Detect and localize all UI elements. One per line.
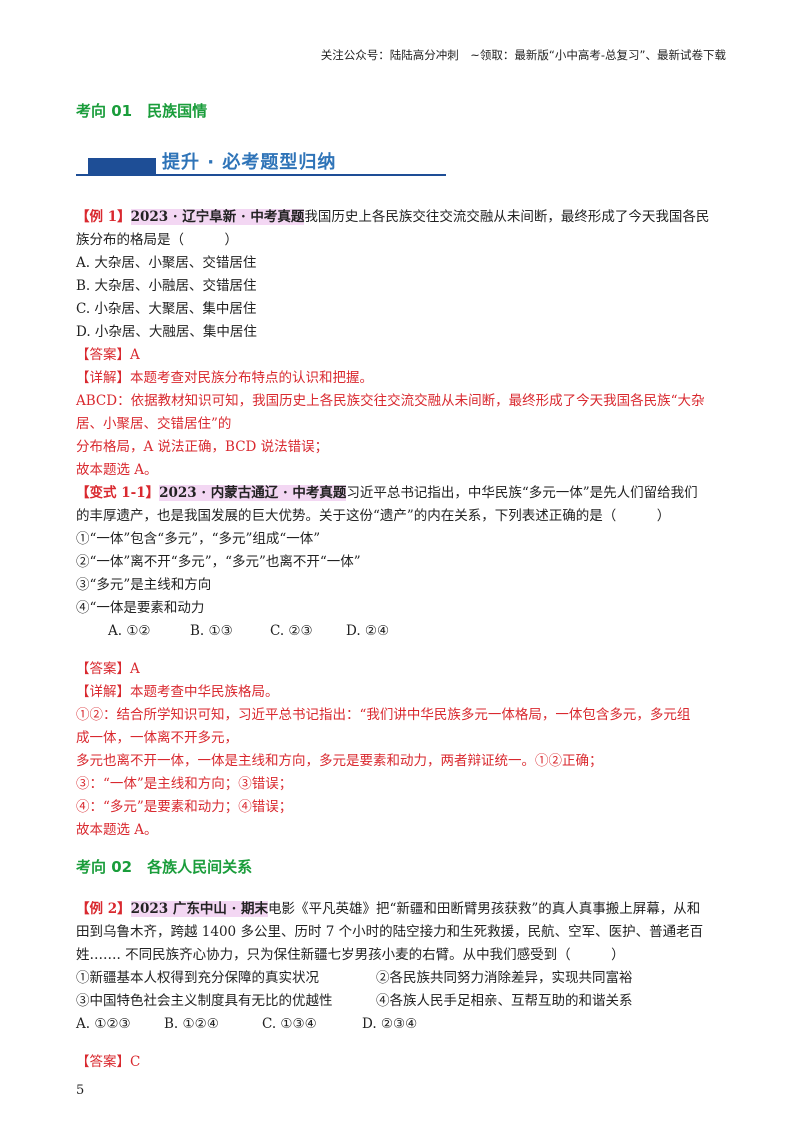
question-1-stem-cont: 族分布的格局是（ ） bbox=[76, 232, 238, 248]
question-2-item-3: ③“多元”是主线和方向 bbox=[76, 577, 212, 593]
question-1-explanation: ABCD：依据教材知识可知，我国历史上各民族交往交流交融从未间断，最终形成了今天… bbox=[76, 393, 705, 409]
question-1-conclusion: 故本题选 A。 bbox=[76, 462, 158, 478]
choice-c: C. ①③④ bbox=[262, 1016, 317, 1032]
question-1-option-b: B. 大杂居、小融居、交错居住 bbox=[76, 278, 257, 294]
question-tag: 【变式 1-1】 bbox=[76, 485, 160, 501]
question-2-explanation-cont4: ④：“多元”是要素和动力；④错误； bbox=[76, 799, 293, 815]
choice-d: D. ②④ bbox=[346, 623, 390, 639]
question-text: 电影《平凡英雄》把“新疆和田断臂男孩获救”的真人真事搬上屏幕，从和 bbox=[267, 901, 701, 917]
question-2-item-2: ②“一体”离不开“多元”，“多元”也离不开“一体” bbox=[76, 554, 361, 570]
question-2-answer: 【答案】A bbox=[76, 661, 140, 677]
question-source: 2023 广东中山 · 期末 bbox=[130, 901, 268, 917]
question-2-item-1: ①“一体”包含“多元”，“多元”组成“一体” bbox=[76, 531, 321, 547]
choice-c: C. ②③ bbox=[270, 623, 313, 639]
question-2-detail: 【详解】本题考查中华民族格局。 bbox=[76, 684, 279, 700]
question-1-stem: 【例 1】2023 · 辽宁阜新 · 中考真题我国历史上各民族交往交流交融从未间… bbox=[76, 206, 709, 228]
section-heading-1: 考向 01 民族国情 bbox=[76, 102, 208, 120]
banner-title: 提升 · 必考题型归纳 bbox=[162, 152, 337, 173]
choice-a: A. ①② bbox=[108, 623, 151, 639]
question-3-items-row-1: ①新疆基本人权得到充分保障的真实状况 ②各民族共同努力消除差异，实现共同富裕 bbox=[76, 967, 633, 989]
section-banner: 提升 · 必考题型归纳 bbox=[76, 148, 446, 176]
section-heading-2: 考向 02 各族人民间关系 bbox=[76, 858, 253, 876]
question-1-detail: 【详解】本题考查对民族分布特点的认识和把握。 bbox=[76, 370, 373, 386]
question-3-answer: 【答案】C bbox=[76, 1054, 141, 1070]
question-2-explanation-cont: 成一体，一体离不开多元， bbox=[76, 730, 238, 746]
question-2-explanation: ①②：结合所学知识可知，习近平总书记指出：“我们讲中华民族多元一体格局，一体包含… bbox=[76, 707, 691, 723]
question-1-option-c: C. 小杂居、大聚居、集中居住 bbox=[76, 301, 257, 317]
choice-b: B. ①③ bbox=[190, 623, 233, 639]
question-3-item-4: ④各族人民手足相亲、互帮互助的和谐关系 bbox=[376, 993, 633, 1009]
question-1-explanation-cont: 居、小聚居、交错居住”的 bbox=[76, 416, 232, 432]
question-3-stem-cont: 田到乌鲁木齐，跨越 1400 多公里、历时 7 个小时的陆空接力和生死救援，民航… bbox=[76, 924, 704, 940]
question-3-item-2: ②各民族共同努力消除差异，实现共同富裕 bbox=[376, 970, 633, 986]
question-tag: 【例 2】 bbox=[76, 901, 131, 917]
question-tag: 【例 1】 bbox=[76, 209, 131, 225]
question-source: 2023 · 辽宁阜新 · 中考真题 bbox=[130, 209, 305, 225]
question-2-choices: A. ①② B. ①③ C. ②③ D. ②④ bbox=[108, 620, 389, 642]
question-2-explanation-cont3: ③：“一体”是主线和方向；③错误； bbox=[76, 776, 293, 792]
question-2-explanation-cont2: 多元也离不开一体，一体是主线和方向，多元是要素和动力，两者辩证统一。①②正确； bbox=[76, 753, 603, 769]
question-3-stem-cont2: 姓……. 不同民族齐心协力，只为保住新疆七岁男孩小麦的右臂。从中我们感受到（ ） bbox=[76, 947, 625, 963]
question-2-item-4: ④“一体是要素和动力 bbox=[76, 600, 205, 616]
page-number: 5 bbox=[76, 1083, 85, 1098]
choice-d: D. ②③④ bbox=[362, 1016, 418, 1032]
question-3-item-3: ③中国特色社会主义制度具有无比的优越性 bbox=[76, 993, 333, 1009]
question-1-option-a: A. 大杂居、小聚居、交错居住 bbox=[76, 255, 257, 271]
question-1-option-d: D. 小杂居、大融居、集中居住 bbox=[76, 324, 257, 340]
question-3-item-1: ①新疆基本人权得到充分保障的真实状况 bbox=[76, 970, 319, 986]
question-2-stem-cont: 的丰厚遗产，也是我国发展的巨大优势。关于这份“遗产”的内在关系，下列表述正确的是… bbox=[76, 508, 671, 524]
question-3-choices: A. ①②③ B. ①②④ C. ①③④ D. ②③④ bbox=[76, 1013, 417, 1035]
choice-b: B. ①②④ bbox=[164, 1016, 219, 1032]
question-text: 习近平总书记指出，中华民族“多元一体”是先人们留给我们 bbox=[346, 485, 698, 501]
question-2-conclusion: 故本题选 A。 bbox=[76, 822, 158, 838]
question-text: 我国历史上各民族交往交流交融从未间断，最终形成了今天我国各民 bbox=[304, 209, 710, 225]
question-2-stem: 【变式 1-1】2023 · 内蒙古通辽 · 中考真题习近平总书记指出，中华民族… bbox=[76, 482, 698, 504]
question-3-stem: 【例 2】2023 广东中山 · 期末电影《平凡英雄》把“新疆和田断臂男孩获救”… bbox=[76, 898, 700, 920]
page-header: 关注公众号：陆陆高分冲刺 ~领取：最新版“小中高考-总复习”、最新试卷下载 bbox=[320, 48, 726, 62]
choice-a: A. ①②③ bbox=[76, 1016, 131, 1032]
banner-bar bbox=[88, 158, 156, 174]
question-1-explanation-cont2: 分布格局，A 说法正确，BCD 说法错误； bbox=[76, 439, 329, 455]
question-1-answer: 【答案】A bbox=[76, 347, 140, 363]
question-3-items-row-2: ③中国特色社会主义制度具有无比的优越性 ④各族人民手足相亲、互帮互助的和谐关系 bbox=[76, 990, 633, 1012]
question-source: 2023 · 内蒙古通辽 · 中考真题 bbox=[159, 485, 347, 501]
banner-rule bbox=[76, 174, 446, 176]
